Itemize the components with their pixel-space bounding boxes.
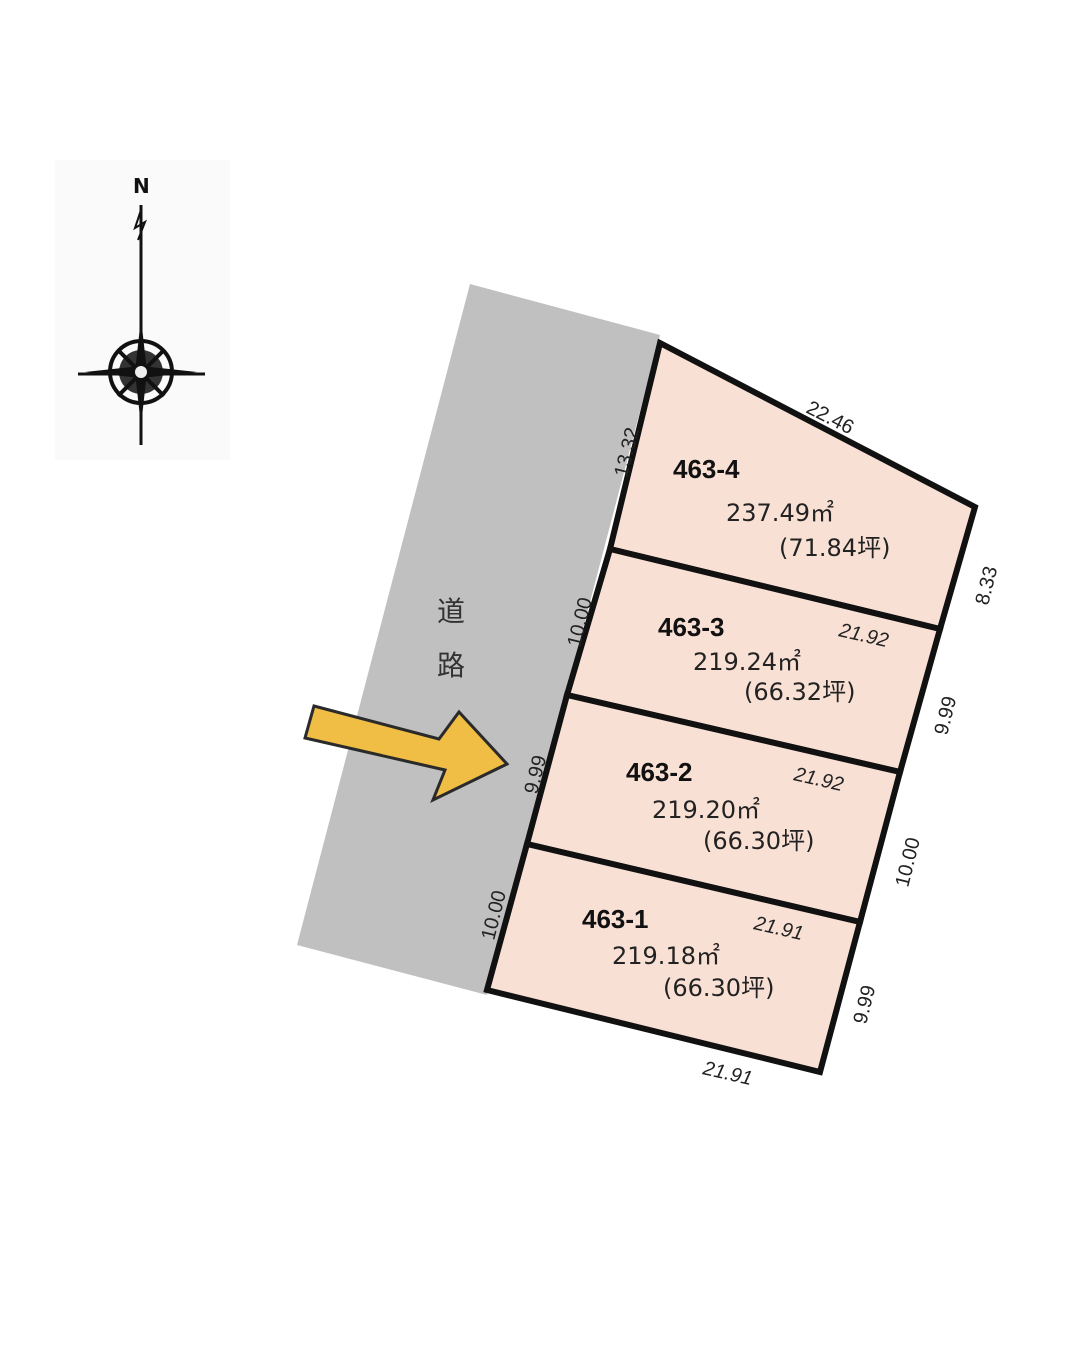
lot-tsubo: (66.30坪) [703, 827, 814, 855]
lot-area: 219.18㎡ [612, 942, 720, 970]
lot-463-1[interactable] [483, 840, 864, 1076]
road [297, 284, 660, 995]
arrow-right-icon [303, 704, 510, 804]
lot-id: 463-2 [626, 757, 693, 787]
dim-lot1-bottom: 21.91 [700, 1057, 755, 1090]
lot-area: 219.24㎡ [693, 648, 801, 676]
lots [483, 338, 979, 1076]
lot-463-3-labels: 463-3 219.24㎡ (66.32坪) [658, 612, 855, 706]
north-label: N [133, 174, 150, 198]
lot-area: 219.20㎡ [652, 796, 760, 824]
road-label-1: 道 [437, 595, 465, 628]
compass-rose-icon [78, 205, 205, 445]
dim-lot4-east: 8.33 [972, 564, 1003, 607]
lot-id: 463-3 [658, 612, 725, 642]
lot-area: 237.49㎡ [726, 499, 834, 527]
road-label-2: 路 [437, 649, 465, 682]
lot-tsubo: (66.30坪) [663, 974, 774, 1002]
lot-tsubo: (71.84坪) [779, 534, 890, 562]
lot-tsubo: (66.32坪) [744, 678, 855, 706]
dim-lot1-east: 9.99 [850, 983, 881, 1026]
lot-463-1-labels: 463-1 219.18㎡ (66.30坪) [582, 904, 774, 1002]
lot-463-4-labels: 463-4 237.49㎡ (71.84坪) [673, 454, 890, 562]
dim-lot3-east: 9.99 [931, 694, 962, 737]
lot-463-2-labels: 463-2 219.20㎡ (66.30坪) [626, 757, 814, 855]
lot-id: 463-1 [582, 904, 649, 934]
dim-lot2-east: 10.00 [892, 835, 925, 889]
north-compass: N [55, 160, 230, 460]
lot-id: 463-4 [673, 454, 740, 484]
